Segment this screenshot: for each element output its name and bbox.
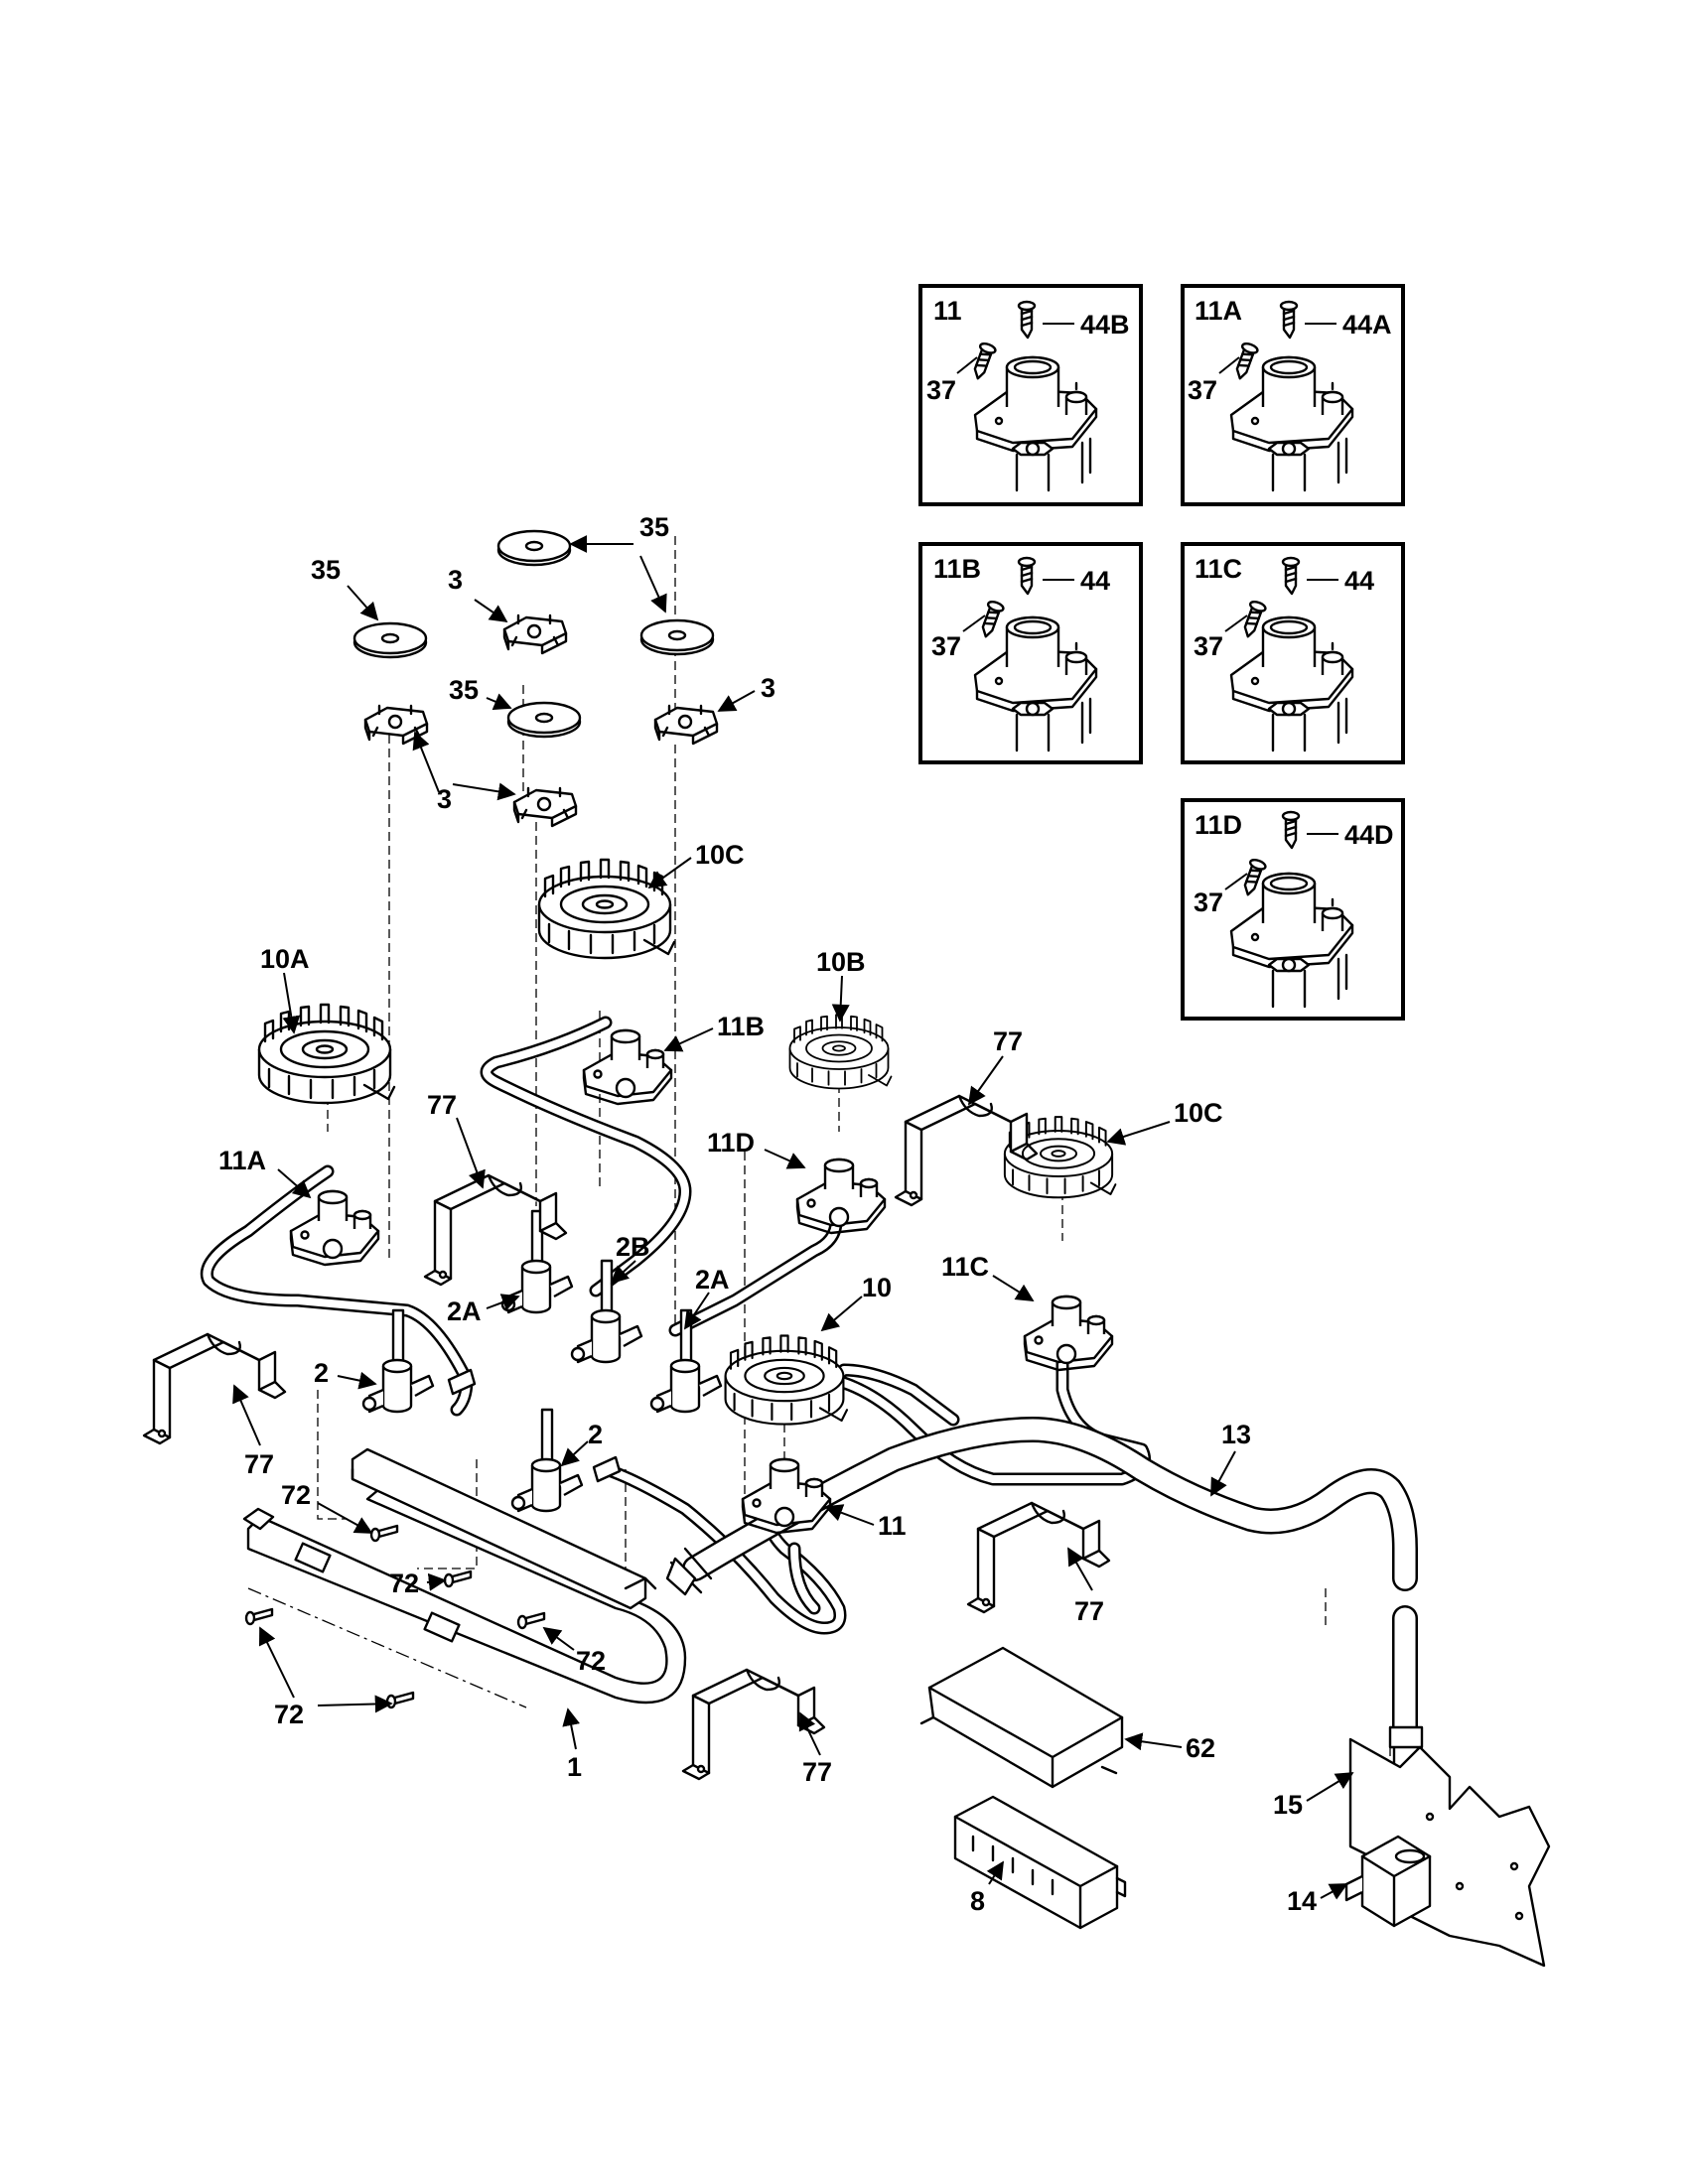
inset-11: 11 44B 37 <box>918 284 1143 506</box>
inset-11b: 11B 44 37 <box>918 542 1143 764</box>
callout-2: 2 <box>588 1420 603 1449</box>
inset-11a-title: 11A <box>1195 296 1242 326</box>
inset-11c-cap: 44 <box>1344 566 1374 596</box>
screw-72-b <box>443 1570 473 1588</box>
callout-10: 10 <box>862 1273 892 1302</box>
callout-11b: 11B <box>717 1012 765 1041</box>
inset-11c-screw: 37 <box>1194 631 1223 661</box>
callout-2: 2 <box>314 1358 329 1388</box>
callout-1: 1 <box>567 1752 582 1782</box>
callout-11c: 11C <box>941 1252 989 1282</box>
callout-10b: 10B <box>816 947 866 977</box>
leader <box>1224 614 1248 632</box>
inset-11d: 11D 44D 37 <box>1181 798 1405 1021</box>
grate-clip-top <box>502 614 568 655</box>
spark-module-cover <box>919 1646 1124 1789</box>
callout-72: 72 <box>389 1569 419 1598</box>
inset-11-screw: 37 <box>926 375 956 405</box>
valve-2b <box>570 1259 643 1364</box>
grate-clip-center <box>512 786 578 828</box>
callout-77: 77 <box>1074 1596 1104 1626</box>
screw-72-e <box>385 1691 415 1709</box>
inset-11c: 11C 44 37 <box>1181 542 1405 764</box>
valve-2-center <box>510 1408 584 1513</box>
callout-14: 14 <box>1287 1886 1317 1916</box>
callout-35: 35 <box>449 675 479 705</box>
inset-11a: 11A 44A 37 <box>1181 284 1405 506</box>
callout-3: 3 <box>437 784 452 814</box>
leader <box>956 356 978 374</box>
inset-11d-cap: 44D <box>1344 820 1394 850</box>
callout-77: 77 <box>244 1449 274 1479</box>
callout-62: 62 <box>1186 1733 1215 1763</box>
inset-11b-title: 11B <box>933 554 981 584</box>
leader <box>1224 873 1248 890</box>
callout-2a: 2A <box>695 1265 730 1295</box>
inset-11a-cap: 44A <box>1342 310 1392 340</box>
burner-10 <box>724 1334 849 1426</box>
callout-8: 8 <box>970 1886 985 1916</box>
callouts: 35 35 35 3 3 3 10C 10A 10B 11B 77 <box>218 512 1354 1916</box>
burner-base-11d <box>795 1158 887 1235</box>
burner-cap-center <box>506 701 582 739</box>
main-gas-supply-pipe <box>665 1417 1424 1771</box>
inset-11b-screw: 37 <box>931 631 961 661</box>
inset-11a-screw: 37 <box>1188 375 1217 405</box>
callout-77: 77 <box>993 1026 1023 1056</box>
inset-11b-cap: 44 <box>1080 566 1110 596</box>
screw-72-d <box>244 1607 274 1626</box>
spark-module <box>953 1795 1127 1930</box>
inset-11-title: 11 <box>933 296 962 326</box>
callout-77: 77 <box>802 1757 832 1787</box>
burner-10c-top <box>537 858 676 960</box>
callout-10c: 10C <box>1174 1098 1223 1128</box>
gas-manifold <box>242 1447 687 1705</box>
leader <box>1218 356 1240 374</box>
callout-2b: 2B <box>616 1232 650 1262</box>
callout-72: 72 <box>281 1480 311 1510</box>
callout-11a: 11A <box>218 1146 266 1175</box>
valve-2a-left <box>500 1209 574 1314</box>
grate-clip-right <box>653 704 719 746</box>
valve-fitting <box>592 1455 622 1483</box>
inset-11d-title: 11D <box>1195 810 1242 840</box>
callout-13: 13 <box>1221 1420 1251 1449</box>
inset-11c-title: 11C <box>1195 554 1242 584</box>
callout-72: 72 <box>274 1700 304 1729</box>
inset-11d-screw: 37 <box>1194 887 1223 917</box>
leader <box>962 614 986 632</box>
callout-10a: 10A <box>260 944 310 974</box>
valve-fitting <box>447 1368 477 1396</box>
callout-11: 11 <box>878 1511 907 1541</box>
burner-base-11b <box>582 1028 673 1106</box>
burner-cap-right <box>639 618 715 656</box>
burner-base-11c <box>1023 1295 1114 1372</box>
pressure-regulator <box>1344 1835 1432 1928</box>
callout-2a: 2A <box>447 1297 482 1326</box>
callout-3: 3 <box>448 565 463 595</box>
burner-10a <box>257 1003 396 1105</box>
bracket-77-left-bottom <box>142 1332 287 1445</box>
callout-15: 15 <box>1273 1790 1303 1820</box>
burner-cap-left <box>352 621 428 659</box>
burner-10b <box>788 1014 893 1090</box>
callout-3: 3 <box>761 673 775 703</box>
screw-72-a <box>369 1524 399 1543</box>
callout-35: 35 <box>639 512 669 542</box>
callout-11d: 11D <box>707 1128 755 1158</box>
inset-11-cap: 44B <box>1080 310 1130 340</box>
screw-72-c <box>516 1611 546 1630</box>
callout-35: 35 <box>311 555 341 585</box>
callout-72: 72 <box>576 1646 606 1676</box>
burner-cap-top <box>496 529 572 567</box>
callout-10c: 10C <box>695 840 745 870</box>
callout-77: 77 <box>427 1090 457 1120</box>
burner-base-11a <box>289 1189 380 1267</box>
